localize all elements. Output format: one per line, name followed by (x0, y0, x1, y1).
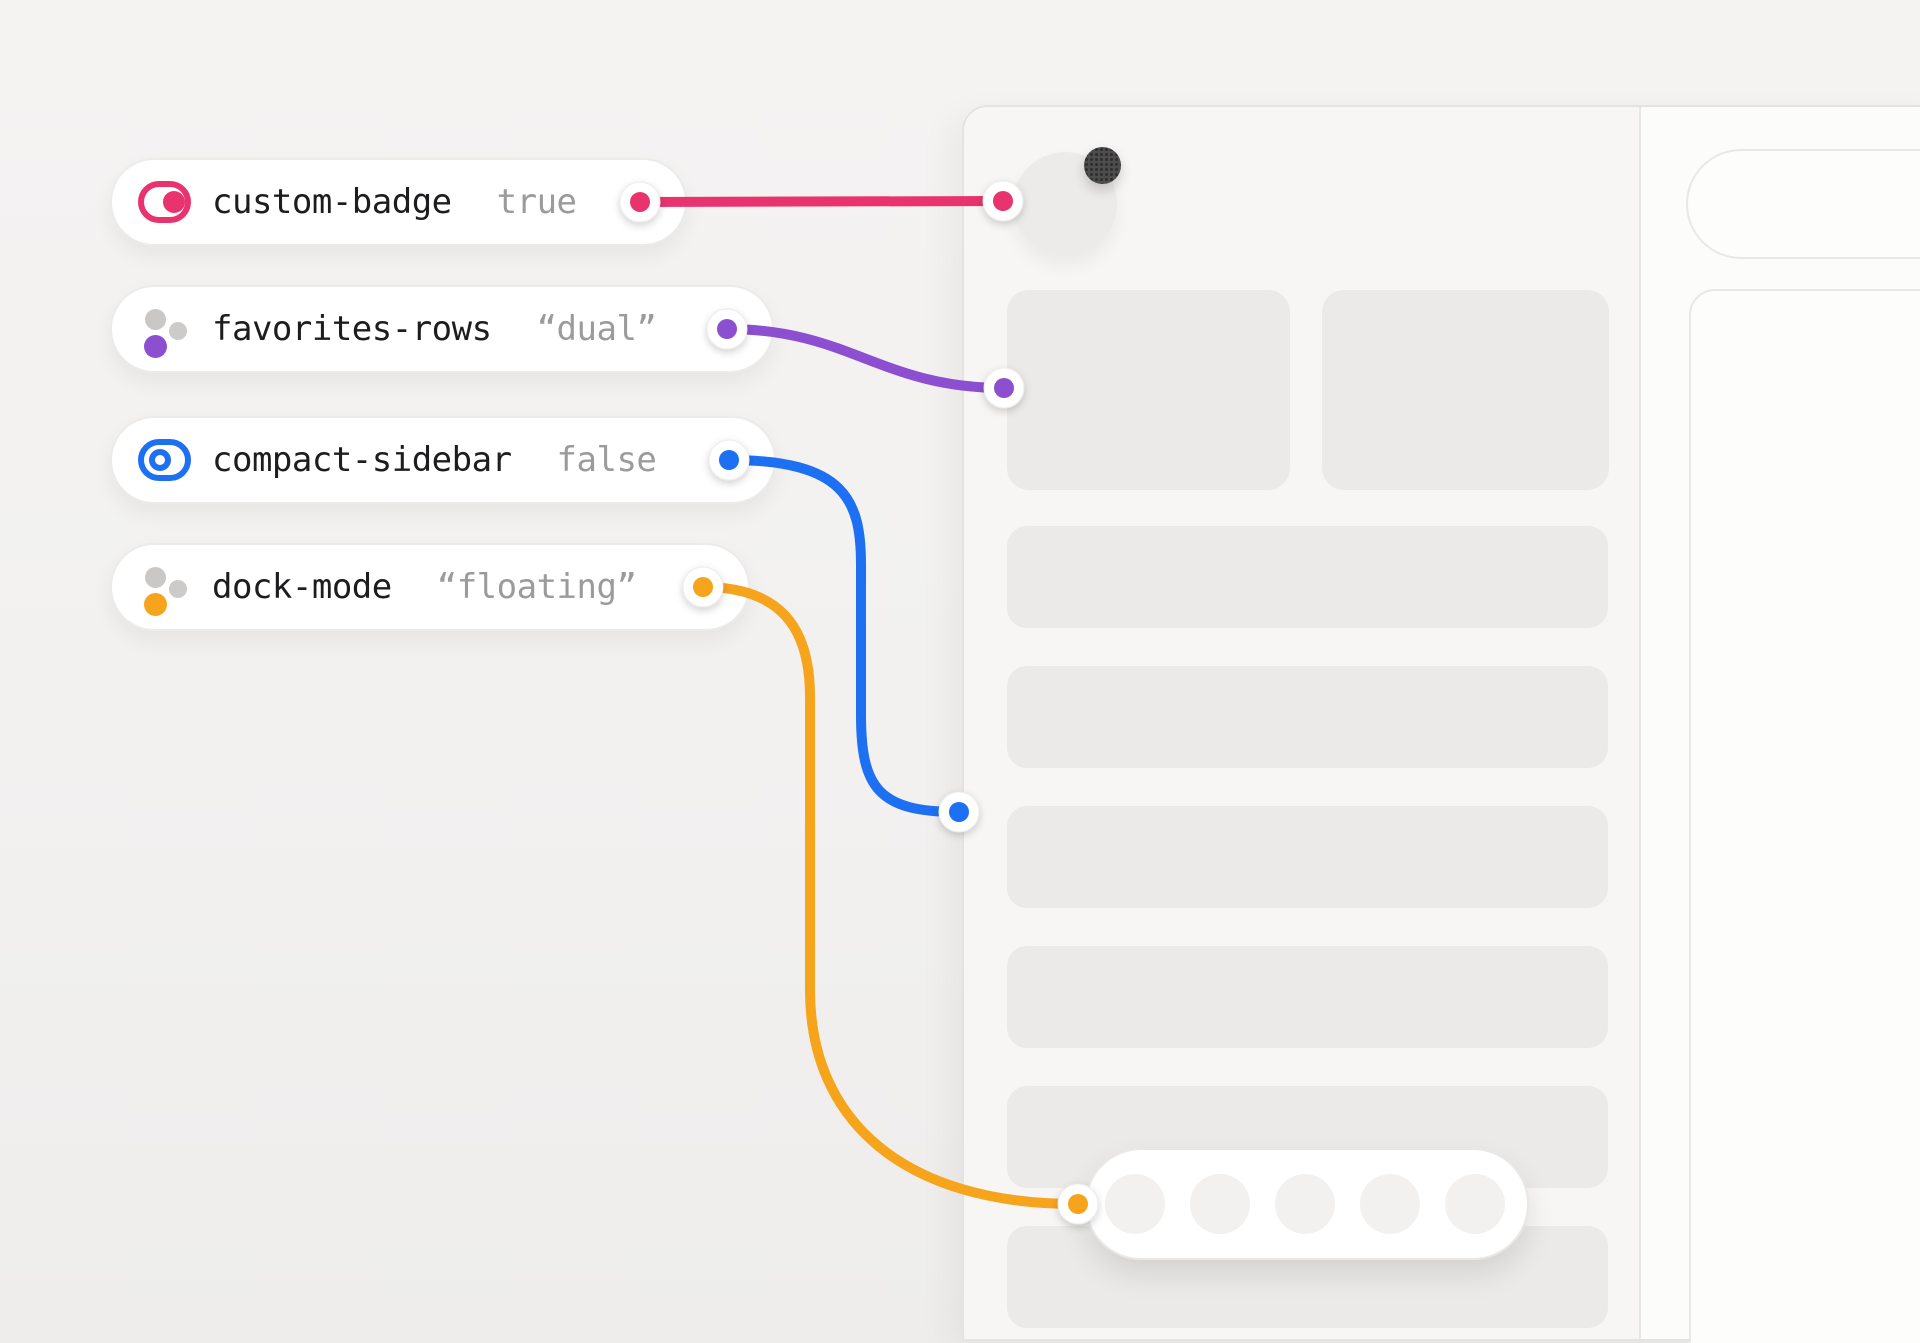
connector-target-dot-compact-sidebar[interactable] (938, 791, 980, 833)
content-body-placeholder (1689, 289, 1920, 1343)
toggle-off-icon (138, 439, 191, 481)
property-value: true (496, 182, 577, 222)
connector-line-custom-badge (635, 196, 1008, 207)
property-value: “floating” (436, 567, 637, 607)
mock-sidebar (964, 107, 1641, 1339)
sidebar-row-placeholder (1007, 666, 1608, 768)
avatar-status-badge (1084, 147, 1121, 184)
dock-slot (1445, 1174, 1505, 1234)
dock-slot (1190, 1174, 1250, 1234)
sidebar-row-placeholder (1007, 946, 1608, 1048)
property-value: “dual” (536, 309, 657, 349)
connector-target-dot-custom-badge[interactable] (982, 180, 1024, 222)
property-name: dock-mode (212, 567, 392, 607)
connector-source-dot-favorites-rows[interactable] (706, 308, 748, 350)
property-value: false (556, 440, 657, 480)
connector-source-dot-custom-badge[interactable] (619, 181, 661, 223)
property-name: compact-sidebar (212, 440, 512, 480)
property-pill-custom-badge[interactable]: custom-badge true (110, 158, 687, 246)
connector-source-dot-compact-sidebar[interactable] (708, 439, 750, 481)
sidebar-row-placeholder (1007, 806, 1608, 908)
mock-content-area (1643, 107, 1920, 1343)
property-name: custom-badge (212, 182, 452, 222)
favorites-card-2 (1322, 290, 1609, 490)
connector-line-compact-sidebar (724, 455, 962, 817)
dock-slot (1105, 1174, 1165, 1234)
property-pill-dock-mode[interactable]: dock-mode “floating” (110, 543, 750, 631)
content-toolbar-placeholder (1686, 149, 1920, 259)
dots-cluster-icon (138, 308, 191, 358)
sidebar-row-placeholder (1007, 526, 1608, 628)
connector-source-dot-dock-mode[interactable] (682, 566, 724, 608)
toggle-on-icon (138, 181, 191, 223)
property-name: favorites-rows (212, 309, 492, 349)
dock-slot (1275, 1174, 1335, 1234)
property-pill-compact-sidebar[interactable]: compact-sidebar false (110, 416, 776, 504)
connector-target-dot-favorites-rows[interactable] (983, 367, 1025, 409)
mock-app-window (962, 105, 1920, 1343)
property-pill-favorites-rows[interactable]: favorites-rows “dual” (110, 285, 774, 373)
floating-dock (1085, 1148, 1529, 1260)
dots-cluster-icon (138, 566, 191, 616)
favorites-card-1 (1007, 290, 1290, 490)
connector-target-dot-dock-mode[interactable] (1057, 1183, 1099, 1225)
dock-slot (1360, 1174, 1420, 1234)
